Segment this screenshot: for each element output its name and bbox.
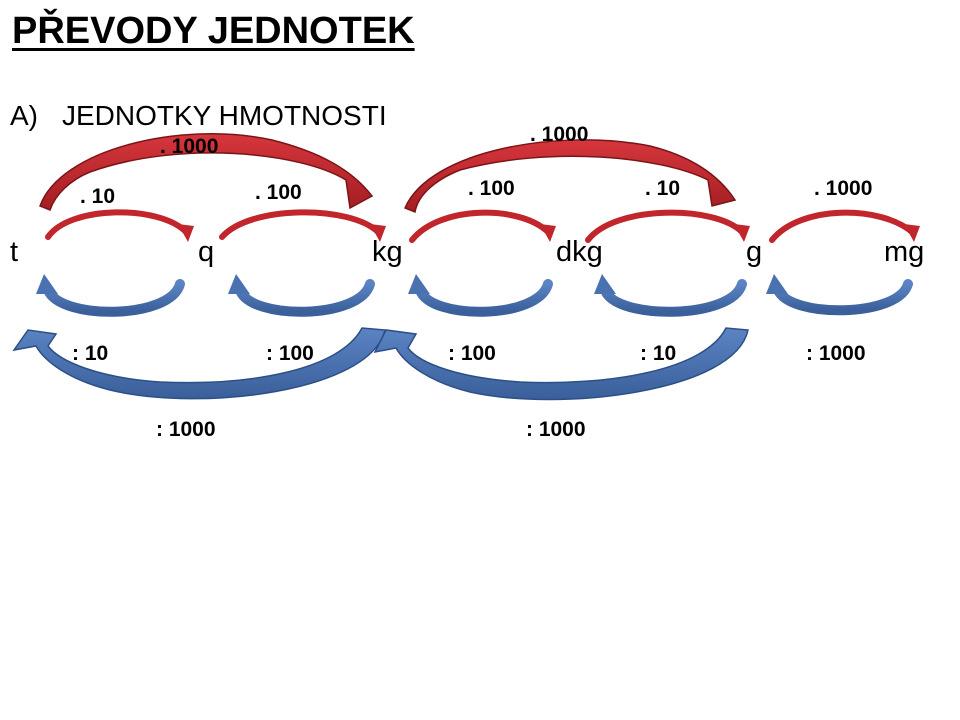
- label-multiply-kg-g: . 1000: [530, 123, 589, 146]
- label-multiply-t-kg: . 1000: [160, 135, 219, 158]
- arrow-multiply-t-kg: [39, 133, 374, 211]
- label-divide-g-dkg: : 10: [640, 342, 677, 365]
- label-multiply-t-q: . 10: [80, 185, 116, 208]
- small-blue-arrows: [43, 279, 913, 317]
- label-divide-q-t: : 10: [72, 342, 109, 365]
- unit-mg: mg: [884, 236, 925, 268]
- arrow-divide-q-t: [43, 279, 185, 317]
- arrow-divide-kg-t: [12, 327, 386, 400]
- small-red-arrows: [45, 209, 915, 243]
- section-label: JEDNOTKY HMOTNOSTI: [62, 100, 387, 131]
- label-divide-kg-q: : 100: [266, 342, 314, 365]
- arrow-multiply-t-q: [45, 209, 189, 240]
- arrow-divide-dkg-kg: [415, 279, 553, 317]
- label-multiply-dkg-g: . 10: [645, 177, 681, 200]
- arrow-multiply-q-kg: [219, 209, 381, 240]
- arrow-divide-mg-g: [773, 279, 913, 316]
- unit-t: t: [10, 236, 19, 268]
- arrow-divide-g-dkg: [600, 279, 747, 317]
- section-heading: A) JEDNOTKY HMOTNOSTI: [10, 100, 387, 132]
- arrow-multiply-kg-dkg: [409, 209, 551, 243]
- small-blue-arrowheads: [36, 274, 788, 294]
- arrow-multiply-g-mg: [769, 209, 915, 243]
- section-letter: A): [10, 100, 38, 131]
- arrow-multiply-dkg-g: [585, 209, 745, 243]
- arrow-divide-kg-q: [235, 279, 375, 317]
- unit-dkg: dkg: [556, 236, 603, 268]
- label-multiply-q-kg: . 100: [255, 181, 302, 204]
- label-divide-mg-g: : 1000: [806, 342, 866, 365]
- label-multiply-g-mg: . 1000: [814, 177, 873, 200]
- unit-q: q: [198, 236, 215, 268]
- page-title: PŘEVODY JEDNOTEK: [12, 10, 415, 52]
- arrow-divide-g-kg: [373, 327, 749, 401]
- label-divide-kg-t: : 1000: [156, 418, 216, 441]
- label-multiply-kg-dkg: . 100: [468, 177, 515, 200]
- label-divide-g-kg: : 1000: [526, 418, 586, 441]
- label-divide-dkg-kg: : 100: [448, 342, 496, 365]
- unit-g: g: [746, 236, 763, 268]
- arrow-multiply-kg-g: [404, 139, 737, 214]
- unit-kg: kg: [372, 236, 403, 268]
- small-red-arrowheads: [178, 224, 920, 242]
